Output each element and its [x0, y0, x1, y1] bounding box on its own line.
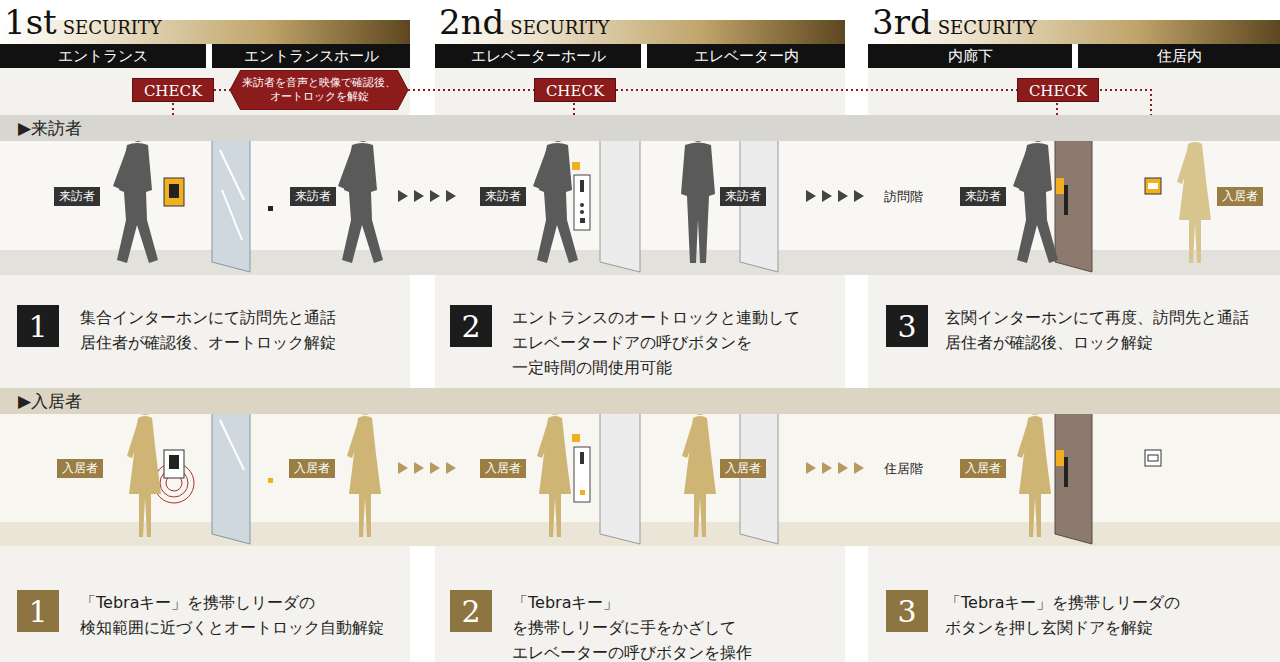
- section-header: 3rd SECURITY: [868, 0, 1280, 44]
- dotted-connector: [214, 89, 230, 91]
- node-text: CHECK: [1029, 82, 1087, 100]
- node-text: 入居者: [62, 461, 98, 475]
- dotted-connector: [616, 89, 1017, 91]
- node-text: 1st: [4, 2, 57, 42]
- check-box: CHECK: [534, 78, 616, 102]
- step-description: 玄関インターホンにて再度、訪問先と通話 居住者が確認後、ロック解錠: [945, 306, 1275, 356]
- person-tag: 入居者: [720, 459, 766, 478]
- node-text: 2nd: [439, 2, 504, 42]
- node-text: SECURITY: [63, 17, 162, 38]
- node-text: 2: [461, 594, 480, 629]
- node-text: ▶入居者: [18, 391, 82, 411]
- flow-arrows: [398, 190, 864, 202]
- floor-label: 訪問階: [884, 188, 923, 206]
- doors: [212, 118, 1092, 544]
- node-text: 来訪者: [725, 189, 761, 203]
- node-text: CHECK: [546, 82, 604, 100]
- node-text: エントランス: [58, 47, 148, 65]
- node-text: 来訪者: [965, 189, 1001, 203]
- node-text: SECURITY: [510, 17, 609, 38]
- section-header: 2nd SECURITY: [435, 0, 845, 44]
- step-number: 3: [886, 305, 928, 347]
- node-text: 入居者: [1222, 189, 1258, 203]
- node-text: 来訪者: [295, 189, 331, 203]
- node-text: 内廊下: [948, 47, 993, 65]
- person-tag: 来訪者: [720, 187, 766, 206]
- section-header: 1st SECURITY: [0, 0, 410, 44]
- node-text: エレベーター内: [694, 47, 799, 65]
- area-tab: エントランス: [0, 44, 206, 68]
- step-number: 2: [450, 590, 492, 632]
- node-text: エントランスホール: [244, 47, 379, 65]
- area-tab: エントランスホール: [212, 44, 410, 68]
- node-text: 入居者: [485, 461, 521, 475]
- callout-box: 来訪者を音声と映像で確認後、 オートロックを解錠: [230, 70, 408, 110]
- area-tab: 住居内: [1078, 44, 1280, 68]
- step-description: 「Tebraキー」を携帯しリーダの 検知範囲に近づくとオートロック自動解錠: [80, 591, 410, 641]
- person-tag: 来訪者: [290, 187, 336, 206]
- panels: [0, 68, 1280, 662]
- person-tag: 入居者: [289, 459, 335, 478]
- floor-label: 住居階: [884, 460, 923, 478]
- step-description: エントランスのオートロックと連動して エレベータードアの呼びボタンを 一定時間の…: [512, 306, 842, 380]
- people: [113, 122, 1211, 537]
- node-text: 1: [28, 594, 47, 629]
- flow-arrows-resident: [398, 462, 864, 474]
- row-band: ▶入居者: [0, 388, 1280, 414]
- node-text: 入居者: [294, 461, 330, 475]
- area-tab: エレベーター内: [647, 44, 845, 68]
- node-text: 住居内: [1157, 47, 1202, 65]
- person-tag: 来訪者: [480, 187, 526, 206]
- person-tag: 来訪者: [54, 187, 100, 206]
- check-box: CHECK: [1017, 78, 1099, 102]
- node-text: 入居者: [725, 461, 761, 475]
- check-box: CHECK: [132, 78, 214, 102]
- node-text: CHECK: [144, 82, 202, 100]
- person-tag: 来訪者: [960, 187, 1006, 206]
- step-description: 「Tebraキー」を携帯しリーダに手をかざして エレベーターの呼びボタンを操作: [512, 591, 842, 662]
- person-tag: 入居者: [480, 459, 526, 478]
- step-description: 集合インターホンにて訪問先と通話 居住者が確認後、オートロック解錠: [80, 306, 410, 356]
- intercoms: [154, 162, 1161, 503]
- node-text: 来訪者を音声と映像で確認後、 オートロックを解錠: [242, 76, 396, 103]
- node-text: 1: [28, 309, 47, 344]
- node-text: 3: [897, 309, 916, 344]
- step-number: 1: [17, 590, 59, 632]
- dotted-connector: [408, 89, 534, 91]
- node-text: SECURITY: [938, 17, 1037, 38]
- step-number: 3: [886, 590, 928, 632]
- step-description: 「Tebraキー」を携帯しリーダの ボタンを押し玄関ドアを解錠: [945, 591, 1275, 641]
- node-text: 2: [461, 309, 480, 344]
- step-number: 2: [450, 305, 492, 347]
- row-band: ▶来訪者: [0, 115, 1280, 141]
- area-tab: エレベーターホール: [435, 44, 641, 68]
- area-tab: 内廊下: [868, 44, 1072, 68]
- node-text: ▶来訪者: [18, 118, 82, 138]
- person-tag: 入居者: [1217, 187, 1263, 206]
- node-text: 来訪者: [59, 189, 95, 203]
- node-text: 3: [897, 594, 916, 629]
- node-text: 3rd: [872, 2, 932, 42]
- person-tag: 入居者: [960, 459, 1006, 478]
- node-text: 入居者: [965, 461, 1001, 475]
- person-tag: 入居者: [57, 459, 103, 478]
- node-text: 来訪者: [485, 189, 521, 203]
- step-number: 1: [17, 305, 59, 347]
- node-text: エレベーターホール: [471, 47, 606, 65]
